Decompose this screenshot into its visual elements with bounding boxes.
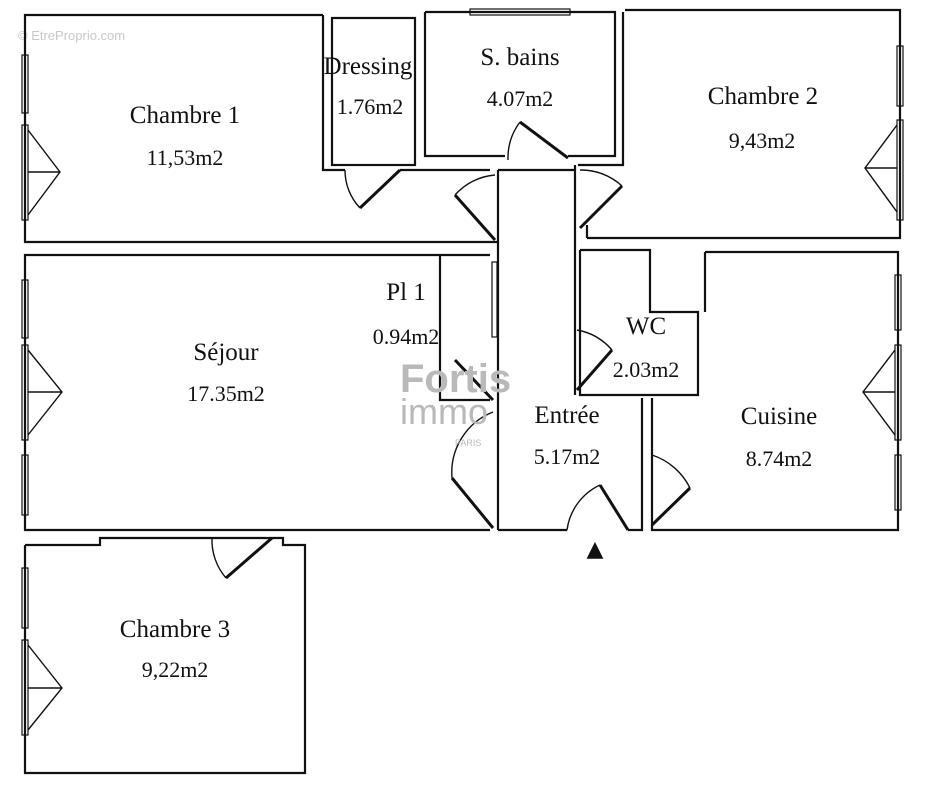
- door-cuisine-leaf: [650, 486, 692, 527]
- door-chambre-1-arc: [454, 174, 496, 196]
- brand-watermark: Fortis immo PARIS: [400, 357, 511, 448]
- room-area-entree: 5.17m2: [534, 444, 601, 469]
- door-chambre-2-leaf: [578, 184, 624, 230]
- room-name-salle-de-bains: S. bains: [480, 44, 559, 71]
- window-casements: [27, 124, 898, 731]
- door-dressing-arc: [344, 169, 361, 209]
- doors: [211, 120, 692, 580]
- room-name-chambre-1: Chambre 1: [130, 102, 240, 129]
- window-chambre-2-top: [896, 45, 904, 107]
- door-cuisine-arc: [651, 454, 691, 489]
- room-name-pl1: Pl 1: [386, 279, 426, 306]
- window-chambre-1-top: [21, 54, 29, 114]
- window-cuisine-top: [894, 274, 902, 331]
- window-chambre-3-top: [21, 567, 29, 629]
- watermark-brand: Fortis: [400, 357, 511, 401]
- door-chambre-2-arc: [579, 169, 623, 187]
- door-chambre-1-leaf: [453, 194, 497, 241]
- casement-sejour: [27, 349, 63, 436]
- room-area-chambre-2: 9,43m2: [729, 128, 796, 153]
- room-area-wc: 2.03m2: [613, 357, 680, 382]
- room-name-chambre-3: Chambre 3: [120, 616, 230, 643]
- room-area-chambre-1: 11,53m2: [147, 145, 224, 170]
- door-pl1-leaf: [453, 358, 495, 402]
- source-watermark: © EtreProprio.com: [18, 28, 125, 43]
- door-sejour-arc: [451, 411, 494, 479]
- window-salle-de-bains: [469, 8, 571, 16]
- room-area-sejour: 17.35m2: [187, 381, 265, 406]
- room-area-pl1: 0.94m2: [373, 324, 440, 349]
- door-sejour-leaf: [450, 477, 495, 529]
- window-chambre-2-mid: [896, 119, 904, 221]
- watermark-sub: immo: [400, 391, 488, 432]
- window-sejour-bot: [21, 454, 29, 516]
- room-name-entree: Entrée: [534, 402, 599, 429]
- room-name-cuisine: Cuisine: [741, 403, 817, 430]
- wall-sejour: [23, 253, 490, 532]
- wall-chambre-3: [23, 536, 307, 775]
- wall-dressing: [330, 16, 417, 167]
- walls: [23, 8, 902, 775]
- wall-salle-de-bains: [423, 10, 625, 167]
- casement-chambre-1: [27, 129, 61, 216]
- wall-cuisine: [650, 250, 900, 532]
- window-pl1: [491, 261, 498, 338]
- door-wc-arc: [576, 329, 613, 351]
- room-name-chambre-2: Chambre 2: [708, 83, 818, 110]
- casement-chambre-3: [27, 644, 63, 731]
- wall-couloir: [496, 165, 577, 530]
- door-salle-de-bains-leaf: [519, 120, 569, 160]
- room-name-dressing: Dressing: [324, 53, 413, 80]
- door-salle-de-bains-arc: [507, 121, 521, 161]
- wall-entree: [498, 398, 644, 532]
- door-entree-leaf: [598, 484, 630, 531]
- room-name-wc: WC: [626, 313, 666, 340]
- room-name-sejour: Séjour: [193, 339, 259, 366]
- room-area-cuisine: 8.74m2: [746, 446, 813, 471]
- entrance-marker-icon: ▲: [587, 537, 604, 562]
- window-sejour-top: [21, 279, 29, 339]
- door-wc-leaf: [575, 349, 614, 391]
- room-area-chambre-3: 9,22m2: [142, 657, 209, 682]
- wall-chambre-1: [23, 13, 497, 244]
- windows: [21, 8, 904, 736]
- casement-chambre-2: [864, 124, 898, 213]
- door-dressing-leaf: [358, 168, 402, 210]
- room-labels: Chambre 1 11,53m2 Dressing 1.76m2 S. bai…: [120, 44, 818, 682]
- room-area-salle-de-bains: 4.07m2: [487, 86, 554, 111]
- room-area-dressing: 1.76m2: [337, 94, 404, 119]
- wall-chambre-2: [585, 8, 902, 240]
- door-entree-arc: [566, 484, 601, 531]
- watermark-tag: PARIS: [455, 438, 481, 448]
- window-cuisine-bot: [894, 454, 902, 511]
- door-chambre-3-leaf: [225, 536, 273, 580]
- wall-wc: [578, 248, 700, 397]
- door-chambre-3-arc: [211, 537, 227, 579]
- casement-cuisine: [862, 349, 896, 436]
